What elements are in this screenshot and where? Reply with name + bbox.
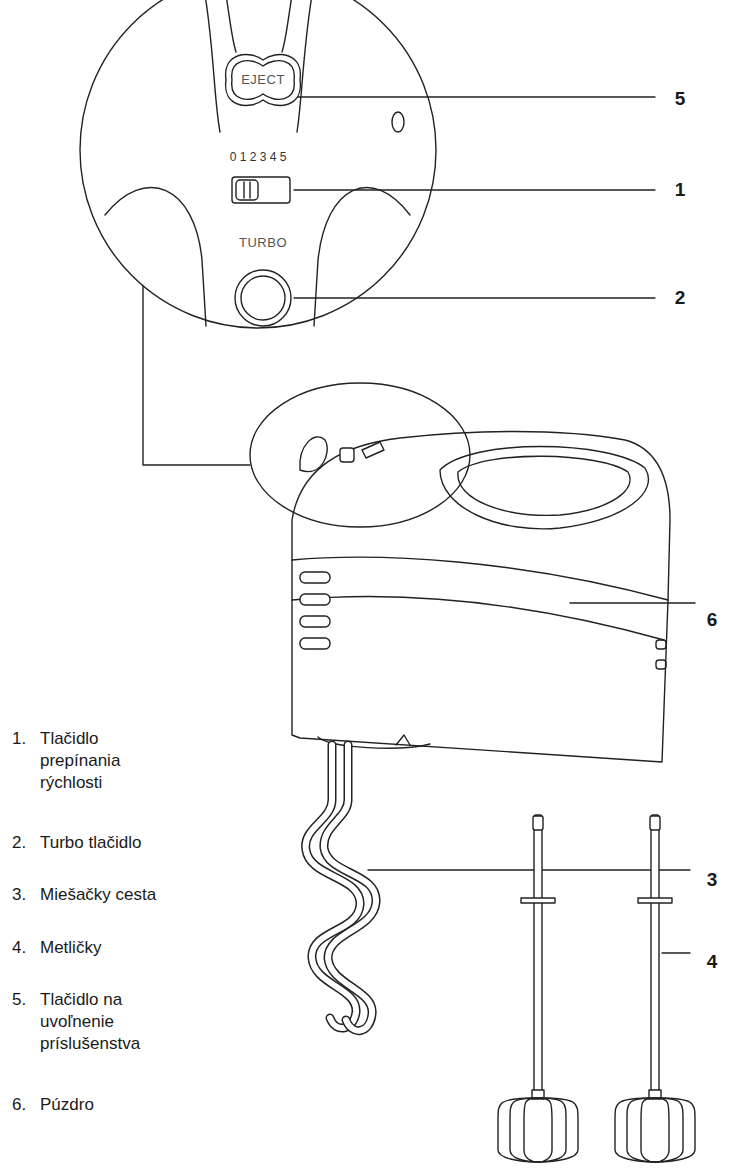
- whisk-tip: [533, 816, 543, 830]
- whisk: [498, 815, 578, 1162]
- eject-button: [226, 55, 301, 106]
- callout-number: 6: [707, 608, 718, 633]
- leader-line: [570, 602, 695, 603]
- legend-number: 4.: [12, 937, 26, 959]
- housing-line: [226, 0, 236, 52]
- whisk-wire: [615, 1098, 695, 1162]
- callout-number: 1: [675, 178, 686, 203]
- speed-slider: [340, 448, 354, 462]
- turbo-button: [241, 276, 285, 320]
- button-text: EJECT: [241, 72, 285, 89]
- callout-number: 5: [675, 87, 686, 112]
- legend-number: 5.: [12, 989, 26, 1011]
- whisk: [615, 815, 695, 1162]
- housing-seam: [292, 557, 668, 600]
- zoom-connector: [143, 286, 250, 465]
- handle-opening: [440, 447, 648, 529]
- part-name: Miešačky cesta: [40, 884, 170, 906]
- slider-knob: [236, 180, 258, 200]
- eject-button: [232, 61, 295, 100]
- leader-line: [368, 869, 690, 870]
- housing-base: [396, 735, 410, 745]
- part-name: Púzdro: [40, 1094, 165, 1116]
- vent: [656, 660, 666, 669]
- button-text: TURBO: [239, 235, 287, 252]
- vent: [300, 638, 330, 649]
- slider-knob: [243, 182, 244, 198]
- turbo-button: [235, 270, 291, 326]
- housing: [292, 432, 670, 763]
- whisk-wire: [524, 1098, 552, 1162]
- legend-number: 2.: [12, 832, 26, 854]
- speed-scale: 0 1 2 3 4 5: [230, 150, 287, 166]
- legend-number: 1.: [12, 728, 26, 750]
- whisk-collar: [638, 898, 672, 903]
- whisk-shaft: [534, 815, 542, 1097]
- handle-opening: [458, 456, 630, 515]
- part-name: Turbo tlačidlo: [40, 832, 165, 854]
- whisk-wire: [641, 1098, 669, 1162]
- whisks: [498, 815, 695, 1162]
- legend-number: 6.: [12, 1094, 26, 1116]
- whisk-collar: [521, 898, 555, 903]
- dough-hooks: [306, 745, 376, 1031]
- whisk-tip: [650, 816, 660, 830]
- part-name: Tlačidlo prepínania rýchlosti: [40, 728, 165, 794]
- vent: [656, 640, 666, 649]
- eject-button: [300, 437, 327, 472]
- magnifier-circle: [80, 0, 436, 328]
- whisk-shaft: [651, 815, 659, 1097]
- vent: [300, 616, 330, 627]
- whisk-wire: [498, 1098, 578, 1162]
- callout-number: 2: [675, 286, 686, 311]
- speed-slider: [232, 177, 290, 203]
- vent: [300, 572, 330, 583]
- leader-line: [662, 952, 690, 953]
- zoom-ellipse: [250, 383, 470, 527]
- callout-number: 3: [707, 868, 718, 893]
- whisk-wire: [510, 1098, 566, 1162]
- housing-hole: [392, 112, 404, 132]
- slider-knob: [249, 182, 250, 198]
- turbo-button: [362, 442, 384, 458]
- part-name: Metličky: [40, 937, 165, 959]
- housing-line: [205, 0, 220, 132]
- callout-number: 4: [707, 950, 718, 975]
- housing-line: [314, 187, 410, 326]
- leader-line: [294, 297, 655, 298]
- part-name: Tlačidlo na uvoľnenie príslušenstva: [40, 989, 165, 1055]
- housing-line: [282, 0, 292, 52]
- leader-line: [298, 96, 655, 97]
- legend-number: 3.: [12, 884, 26, 906]
- whisk-wire: [627, 1098, 683, 1162]
- vent: [300, 594, 330, 605]
- housing-line: [105, 187, 206, 326]
- leader-line: [294, 189, 655, 190]
